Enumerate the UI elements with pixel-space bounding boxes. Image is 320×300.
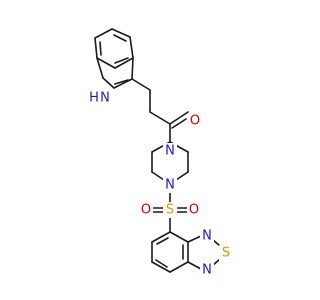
- molecule-structure: H N O N N S O O N S N: [89, 28, 233, 278]
- nh-nitrogen-label: N: [100, 91, 110, 106]
- piperazine-n-top-label: N: [165, 144, 175, 159]
- thiadiazole-n-bottom-label: N: [202, 263, 212, 278]
- molecule-canvas: H N O N N S O O N S N: [89, 28, 233, 278]
- atom-label-thiadiazole-n-bottom: N: [200, 262, 214, 278]
- atom-label-sulfonyl-s: S: [163, 202, 177, 218]
- atom-label-piperazine-n-bottom: N: [163, 177, 177, 193]
- propanoyl-chain: [131, 78, 189, 143]
- thiadiazole-sulfur-label: S: [222, 246, 230, 261]
- atom-label-sulfonyl-o-right: O: [187, 202, 201, 218]
- indole-pyrrole-ring: [96, 57, 134, 89]
- nh-hydrogen-label: H: [89, 91, 99, 106]
- atom-label-carbonyl-oxygen: O: [188, 113, 202, 129]
- sulfonyl-oxygen-left-label: O: [141, 203, 151, 218]
- atom-label-nh: H N: [89, 90, 112, 106]
- atom-label-piperazine-n-top: N: [163, 143, 177, 159]
- thiadiazole-n-top-label: N: [202, 229, 212, 244]
- benzothiadiazole-benzene-ring: [151, 231, 189, 273]
- sulfonyl-sulfur-label: S: [166, 203, 174, 218]
- indole-benzene-ring: [94, 28, 134, 69]
- atom-label-thiadiazole-n-top: N: [200, 228, 214, 244]
- atom-label-thiadiazole-s: S: [219, 245, 233, 261]
- piperazine-n-bottom-label: N: [165, 178, 175, 193]
- atom-label-sulfonyl-o-left: O: [139, 202, 153, 218]
- carbonyl-oxygen-label: O: [190, 114, 200, 129]
- sulfonyl-oxygen-right-label: O: [189, 203, 199, 218]
